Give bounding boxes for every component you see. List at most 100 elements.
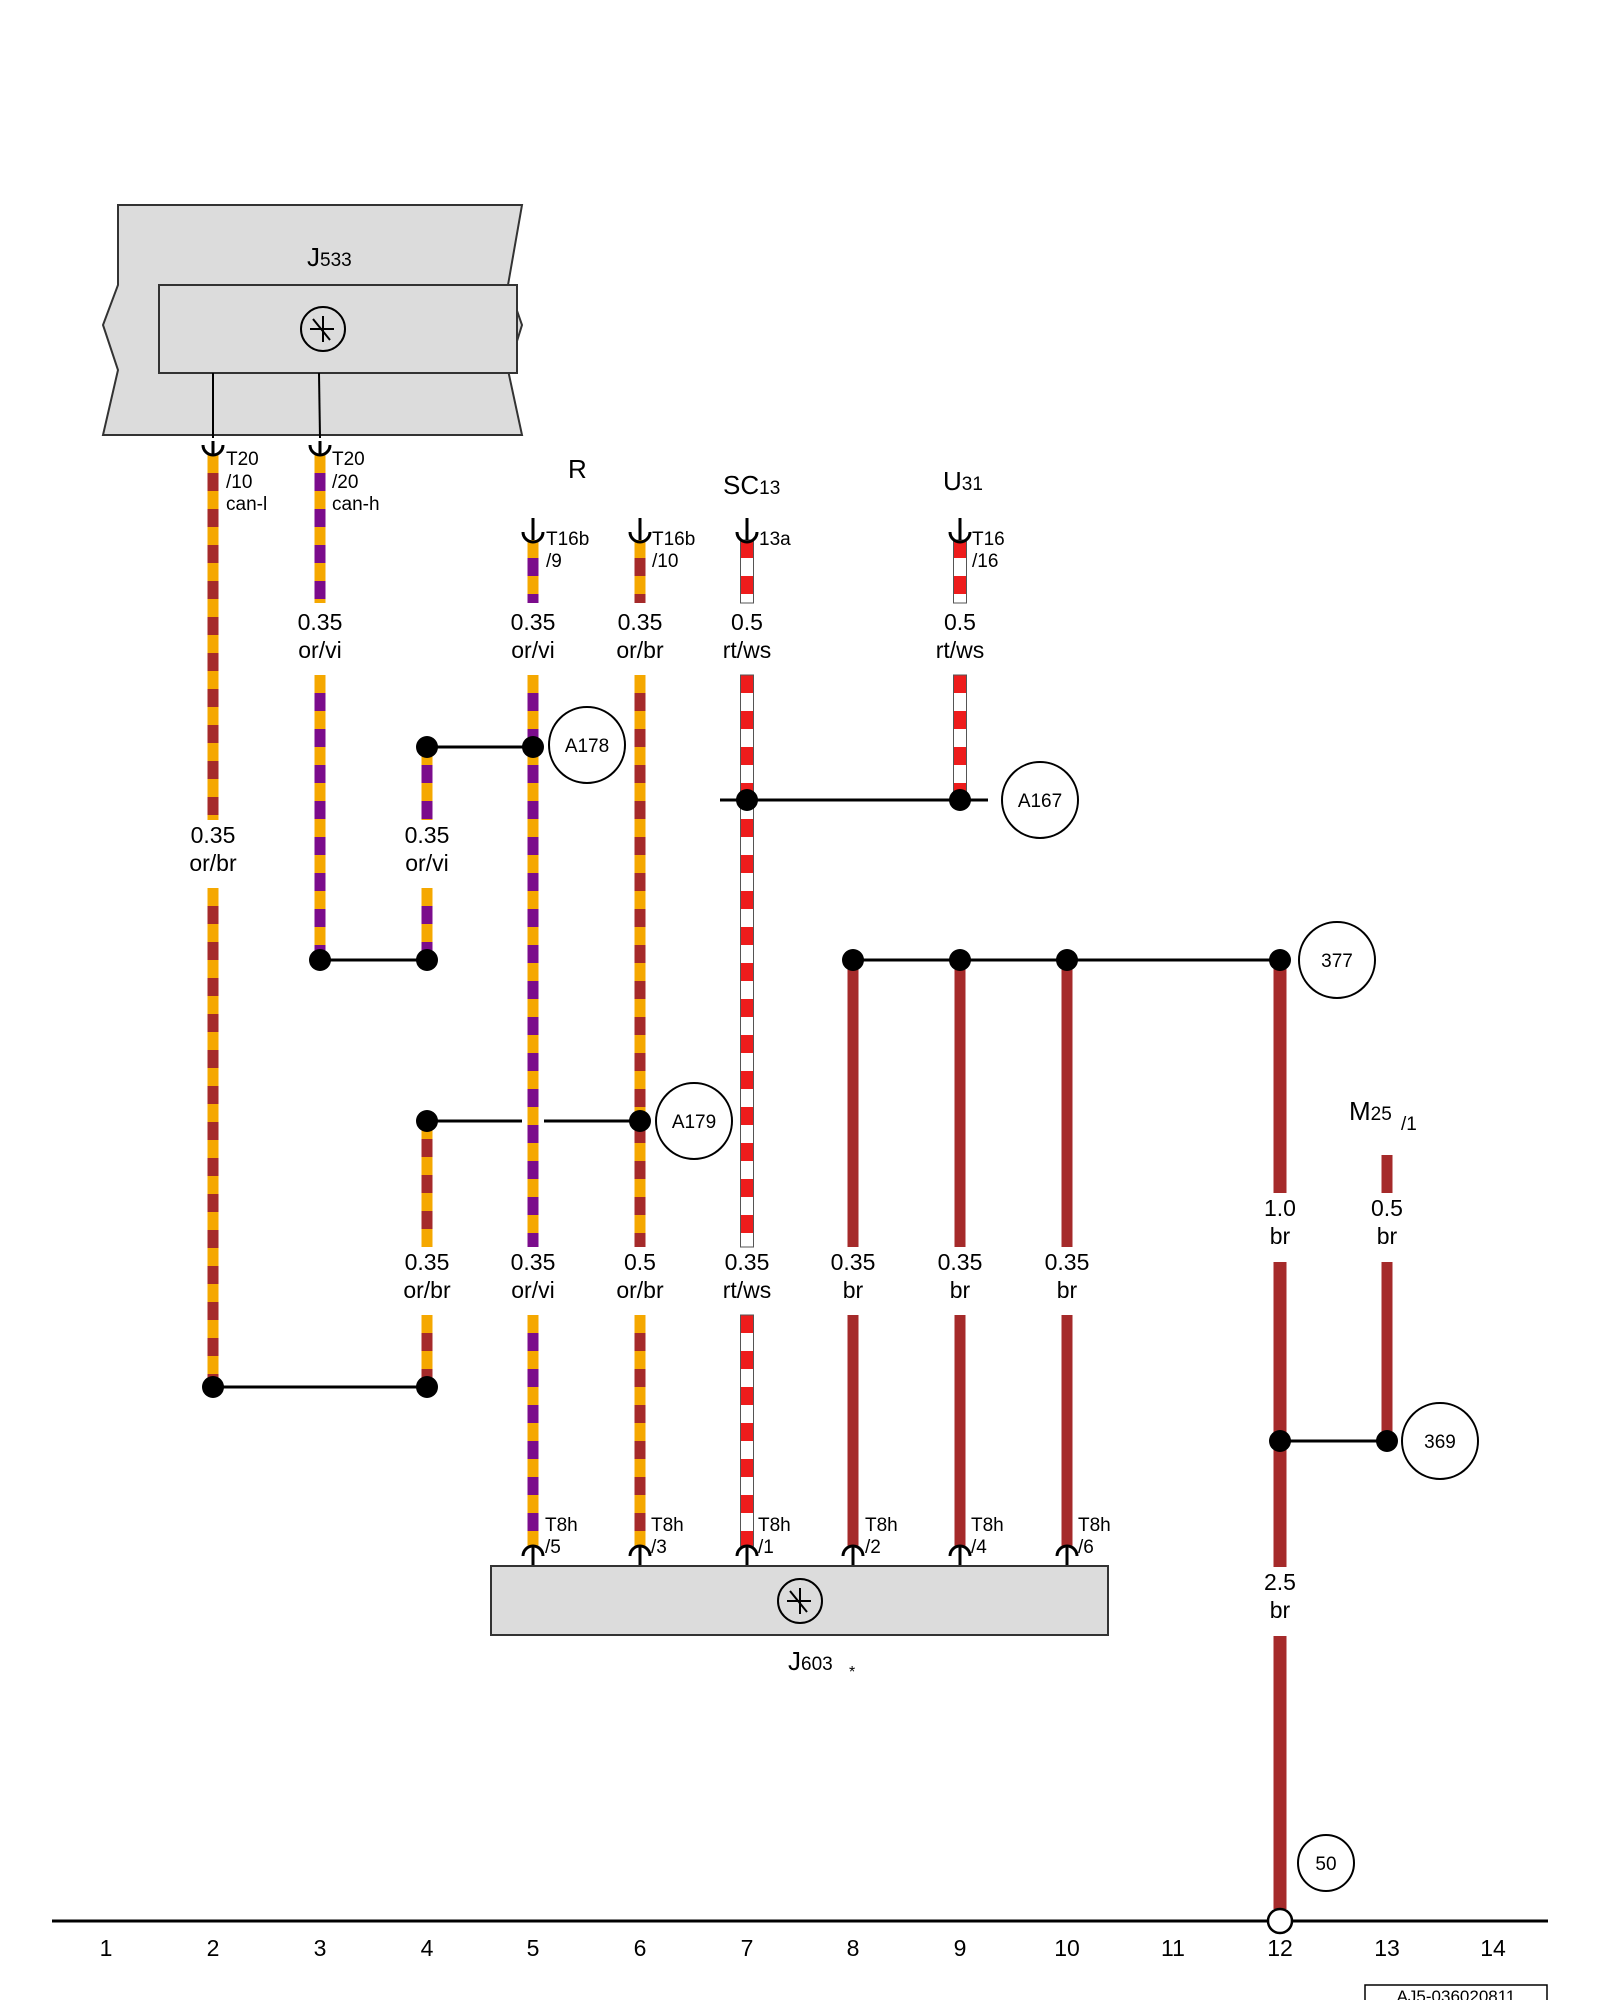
column-axis: 1 2 3 4 5 6 7 8 9 10 11 12 13 14: [100, 1935, 1506, 1961]
sc13-label: SC13: [723, 470, 780, 500]
m25-label: M25: [1349, 1096, 1392, 1126]
m25-pin: /1: [1401, 1114, 1417, 1135]
wire-label-c12-mid: 1.0 br: [1264, 1195, 1296, 1249]
wire-c9-mid: [953, 674, 967, 801]
svg-text:T20: T20: [332, 449, 365, 470]
svg-text:/10: /10: [652, 551, 678, 572]
connector-t16b-9: T16b /9: [546, 529, 589, 572]
svg-text:br: br: [1270, 1223, 1291, 1249]
connector-t16-16: T16 /16: [972, 529, 1005, 572]
junction-lines: [52, 745, 1548, 1923]
wire-c8: [847, 960, 859, 1247]
svg-text:T8h: T8h: [545, 1515, 578, 1536]
svg-text:or/br: or/br: [616, 637, 664, 663]
splice-a179: A179: [655, 1082, 733, 1160]
svg-text:4: 4: [421, 1935, 434, 1961]
svg-text:A167: A167: [1018, 791, 1062, 812]
svg-text:5: 5: [527, 1935, 540, 1961]
svg-text:br: br: [1377, 1223, 1398, 1249]
wire-label-c2-mid: 0.35 or/br: [189, 822, 237, 876]
wire-c13-low: [1381, 1262, 1393, 1441]
svg-text:0.35: 0.35: [938, 1249, 983, 1275]
svg-text:/2: /2: [865, 1537, 881, 1558]
svg-text:0.35: 0.35: [405, 822, 450, 848]
svg-text:T16b: T16b: [652, 529, 695, 550]
svg-text:0.35: 0.35: [191, 822, 236, 848]
svg-text:8: 8: [847, 1935, 860, 1961]
svg-text:14: 14: [1480, 1935, 1506, 1961]
wire-c7-mid: [740, 674, 754, 1248]
svg-text:0.5: 0.5: [944, 609, 976, 635]
wire-c5-low: [527, 1315, 539, 1546]
svg-text:/5: /5: [545, 1537, 561, 1558]
svg-text:0.35: 0.35: [511, 1249, 556, 1275]
svg-text:br: br: [1270, 1597, 1291, 1623]
svg-text:T16b: T16b: [546, 529, 589, 550]
svg-text:can-l: can-l: [226, 494, 267, 515]
wire-c10: [1061, 960, 1073, 1247]
svg-text:0.5: 0.5: [624, 1249, 656, 1275]
connector-t8h-6: T8h /6: [1078, 1515, 1111, 1558]
svg-text:0.5: 0.5: [1371, 1195, 1403, 1221]
svg-text:or/br: or/br: [616, 1277, 664, 1303]
wire-c7-top: [740, 539, 754, 604]
j533-label: J533: [307, 242, 352, 272]
svg-text:T8h: T8h: [651, 1515, 684, 1536]
svg-text:0.35: 0.35: [1045, 1249, 1090, 1275]
wire-c5-mid: [527, 675, 539, 1247]
svg-text:10: 10: [1054, 1935, 1080, 1961]
wire-c12-low: [1273, 1636, 1287, 1909]
svg-text:rt/ws: rt/ws: [936, 637, 985, 663]
svg-text:or/vi: or/vi: [511, 1277, 554, 1303]
component-j603: J603 *: [490, 1565, 1109, 1681]
connector-t20-10: T20 /10 can-l: [226, 449, 267, 515]
svg-text:rt/ws: rt/ws: [723, 1277, 772, 1303]
drawing-code: AJ5-036020811: [1364, 1984, 1548, 2000]
svg-text:br: br: [843, 1277, 864, 1303]
wire-c3-upper: [314, 455, 326, 603]
svg-text:0.35: 0.35: [511, 609, 556, 635]
svg-text:13a: 13a: [759, 529, 791, 550]
svg-text:/3: /3: [651, 1537, 667, 1558]
wire-label-c4-low: 0.35 or/br: [403, 1249, 451, 1303]
svg-text:13: 13: [1374, 1935, 1400, 1961]
wire-label-c6-top: 0.35 or/br: [616, 609, 664, 663]
wire-label-c9-top: 0.5 rt/ws: [936, 609, 985, 663]
svg-text:0.5: 0.5: [731, 609, 763, 635]
wire-label-c9-low: 0.35 br: [938, 1249, 983, 1303]
wire-label-c12-low: 2.5 br: [1264, 1569, 1296, 1623]
wire-c13-top: [1381, 1155, 1393, 1193]
j603-footnote-mark: *: [849, 1664, 855, 1681]
connector-symbols-top: [201, 441, 972, 544]
svg-text:369: 369: [1424, 1432, 1456, 1453]
connector-t20-20: T20 /20 can-h: [332, 449, 380, 515]
svg-text:377: 377: [1321, 951, 1353, 972]
splice-50: 50: [1297, 1834, 1355, 1892]
connector-t8h-4: T8h /4: [971, 1515, 1004, 1558]
svg-text:or/vi: or/vi: [405, 850, 448, 876]
svg-text:0.35: 0.35: [618, 609, 663, 635]
svg-text:/6: /6: [1078, 1537, 1094, 1558]
wire-label-c4-mid: 0.35 or/vi: [405, 822, 450, 876]
svg-text:0.35: 0.35: [298, 609, 343, 635]
svg-text:br: br: [950, 1277, 971, 1303]
wire-label-c6-low: 0.5 or/br: [616, 1249, 664, 1303]
wire-c8-low: [847, 1315, 859, 1546]
svg-text:3: 3: [314, 1935, 327, 1961]
svg-text:or/br: or/br: [403, 1277, 451, 1303]
wire-c3-lower: [314, 675, 326, 960]
svg-text:0.35: 0.35: [405, 1249, 450, 1275]
svg-text:T8h: T8h: [865, 1515, 898, 1536]
connector-t8h-3: T8h /3: [651, 1515, 684, 1558]
wire-c10-low: [1061, 1315, 1073, 1546]
svg-text:br: br: [1057, 1277, 1078, 1303]
svg-text:AJ5-036020811: AJ5-036020811: [1397, 1987, 1516, 2000]
connector-t8h-1: T8h /1: [758, 1515, 791, 1558]
ecu-symbol-icon: [777, 1578, 823, 1624]
svg-text:T8h: T8h: [758, 1515, 791, 1536]
svg-text:T20: T20: [226, 449, 259, 470]
wire-c2-lower: [207, 888, 219, 1387]
svg-text:/10: /10: [226, 472, 252, 493]
wire-c6-low: [634, 1315, 646, 1546]
